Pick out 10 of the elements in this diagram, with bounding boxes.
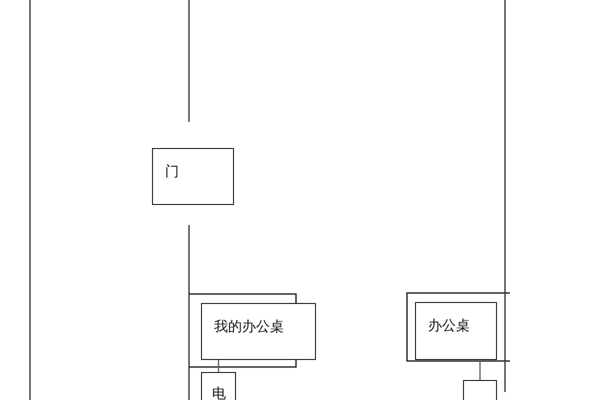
desk-box (201, 303, 316, 360)
door-box (152, 148, 234, 205)
node-label: 门 (165, 163, 179, 181)
desk-box (415, 302, 497, 360)
node-label: 办公桌 (428, 317, 470, 335)
connector-line (218, 360, 220, 372)
connector-line (479, 360, 481, 380)
node-label: 电 (212, 385, 226, 400)
node-label: 我的办公桌 (214, 318, 284, 336)
small-box (201, 372, 236, 400)
